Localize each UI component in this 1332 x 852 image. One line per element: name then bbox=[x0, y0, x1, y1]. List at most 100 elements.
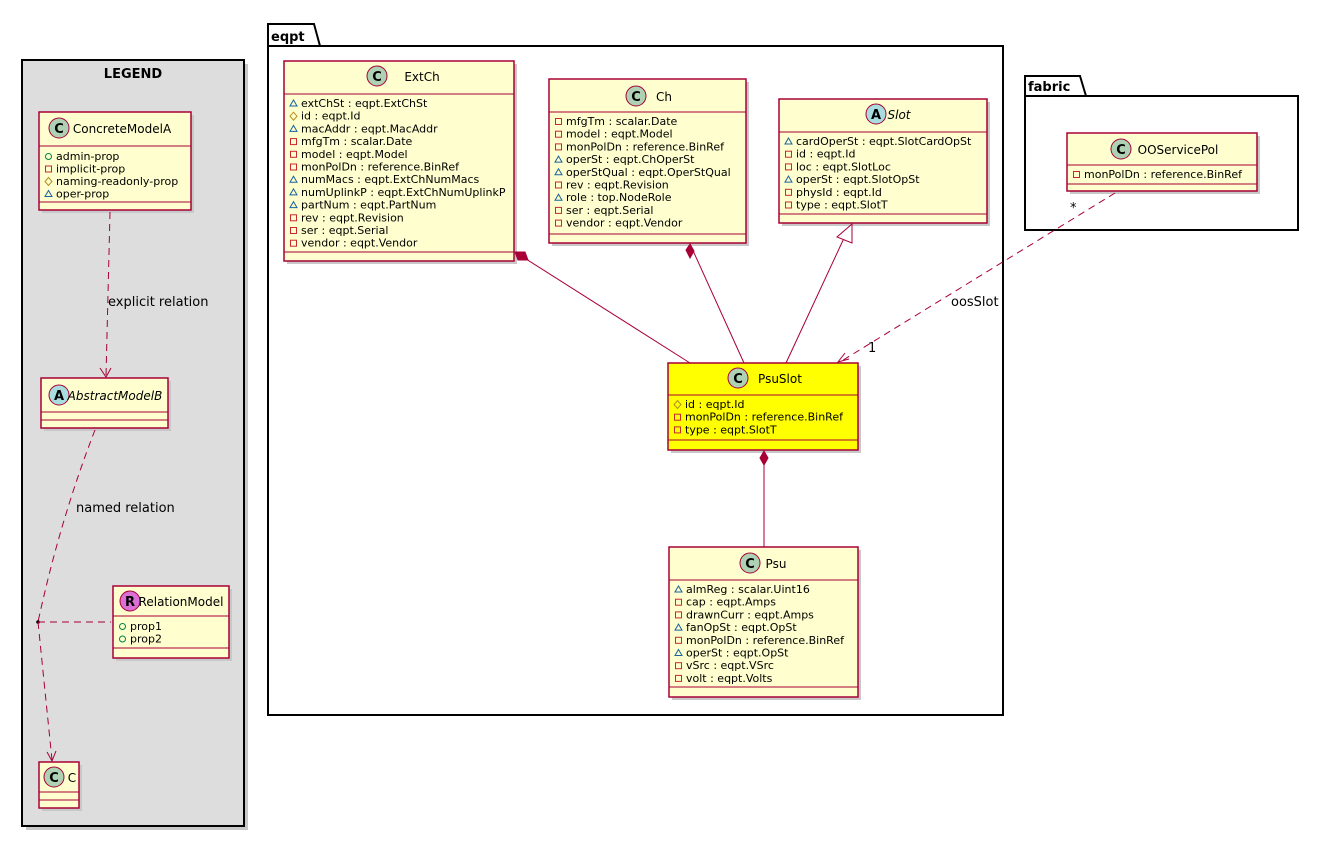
private-visibility-icon bbox=[674, 426, 681, 434]
named-relation-label: named relation bbox=[76, 501, 175, 516]
package-visibility-icon bbox=[289, 99, 298, 107]
package-visibility-icon bbox=[784, 175, 793, 183]
class-attribute: loc : eqpt.SlotLoc bbox=[796, 160, 891, 173]
protected-visibility-icon bbox=[44, 176, 53, 187]
class-stereotype-icon bbox=[1110, 138, 1132, 160]
private-visibility-icon bbox=[290, 214, 297, 222]
oosslot-multiplicity-source: * bbox=[1070, 201, 1077, 216]
class-ooservicepol[interactable]: C OOServicePol monPolDn : reference.BinR… bbox=[1066, 132, 1260, 194]
class-concrete-model-a[interactable]: C ConcreteModelA admin-propimplicit-prop… bbox=[38, 111, 194, 213]
legend-title: LEGEND bbox=[104, 67, 163, 82]
public-visibility-icon bbox=[119, 623, 126, 630]
private-visibility-icon bbox=[555, 206, 562, 214]
relation-stereotype-icon bbox=[119, 590, 141, 612]
class-stereotype-icon bbox=[366, 65, 388, 87]
class-attribute: almReg : scalar.Uint16 bbox=[686, 583, 810, 596]
package-visibility-icon bbox=[554, 167, 563, 176]
private-visibility-icon bbox=[674, 413, 681, 421]
edge-psuslot-slot-inheritance bbox=[785, 222, 853, 364]
class-attribute: vendor : eqpt.Vendor bbox=[566, 217, 683, 230]
class-attribute: partNum : eqpt.PartNum bbox=[301, 199, 436, 212]
class-attribute: monPolDn : reference.BinRef bbox=[301, 161, 460, 174]
stereotype-letter: C bbox=[745, 557, 755, 572]
class-attribute: model : eqpt.Model bbox=[566, 128, 673, 141]
class-attribute: cap : eqpt.Amps bbox=[686, 596, 776, 609]
stereotype-letter: C bbox=[372, 70, 382, 85]
package-eqpt: eqpt bbox=[267, 23, 1004, 716]
class-abstract-model-b[interactable]: A AbstractModelB bbox=[40, 377, 171, 431]
oosslot-label: oosSlot bbox=[951, 295, 999, 310]
class-stereotype-icon bbox=[43, 766, 65, 788]
class-attribute: ser : eqpt.Serial bbox=[301, 224, 388, 237]
package-visibility-icon bbox=[44, 189, 53, 197]
legend-explicit-relation-edge bbox=[99, 211, 112, 378]
class-c[interactable]: C C bbox=[38, 761, 82, 811]
stereotype-letter: A bbox=[54, 389, 64, 404]
class-attribute: operStQual : eqpt.OperStQual bbox=[566, 166, 731, 179]
class-attribute: naming-readonly-prop bbox=[56, 175, 178, 188]
class-attribute: mfgTm : scalar.Date bbox=[301, 135, 413, 148]
stereotype-letter: R bbox=[125, 595, 135, 610]
edge-psuslot-psu bbox=[759, 449, 769, 547]
class-attribute: oper-prop bbox=[56, 188, 109, 201]
class-attribute: vSrc : eqpt.VSrc bbox=[686, 659, 774, 672]
class-attribute: numMacs : eqpt.ExtChNumMacs bbox=[301, 173, 480, 186]
class-stereotype-icon bbox=[739, 552, 761, 574]
private-visibility-icon bbox=[675, 611, 682, 619]
class-attribute: type : eqpt.SlotT bbox=[685, 423, 777, 436]
class-attribute: volt : eqpt.Volts bbox=[686, 672, 773, 685]
private-visibility-icon bbox=[675, 674, 682, 682]
class-attribute: fanOpSt : eqpt.OpSt bbox=[686, 621, 797, 634]
package-visibility-icon bbox=[289, 200, 298, 209]
class-attribute: monPolDn : reference.BinRef bbox=[1084, 168, 1243, 181]
private-visibility-icon bbox=[785, 163, 792, 171]
class-attribute: mfgTm : scalar.Date bbox=[566, 115, 678, 128]
class-attribute: prop1 bbox=[130, 620, 162, 633]
class-attribute: operSt : eqpt.OpSt bbox=[686, 647, 789, 660]
private-visibility-icon bbox=[785, 201, 792, 209]
class-name: RelationModel bbox=[139, 595, 224, 609]
class-stereotype-icon bbox=[625, 85, 647, 107]
class-name: ConcreteModelA bbox=[73, 122, 172, 136]
private-visibility-icon bbox=[555, 130, 562, 138]
edge-extch-psuslot bbox=[514, 251, 691, 364]
private-visibility-icon bbox=[555, 181, 562, 189]
class-slot[interactable]: A Slot cardOperSt : eqpt.SlotCardOpStid … bbox=[778, 98, 990, 226]
package-fabric: fabric bbox=[1024, 75, 1299, 231]
class-name: Slot bbox=[888, 108, 912, 122]
edge-oosslot bbox=[836, 192, 1116, 363]
class-attribute: operSt : eqpt.ChOperSt bbox=[566, 153, 695, 166]
private-visibility-icon bbox=[785, 188, 792, 196]
class-attribute: drawnCurr : eqpt.Amps bbox=[686, 608, 814, 621]
class-attribute: rev : eqpt.Revision bbox=[566, 179, 669, 192]
abstract-stereotype-icon bbox=[865, 103, 887, 125]
legend-named-relation-edge bbox=[36, 429, 111, 763]
class-attribute: physId : eqpt.Id bbox=[796, 186, 882, 199]
class-attribute: extChSt : eqpt.ExtChSt bbox=[301, 97, 428, 110]
public-visibility-icon bbox=[119, 635, 126, 643]
private-visibility-icon bbox=[1073, 171, 1080, 178]
class-attribute: numUplinkP : eqpt.ExtChNumUplinkP bbox=[301, 186, 506, 199]
class-name: Ch bbox=[656, 90, 672, 104]
private-visibility-icon bbox=[45, 165, 52, 173]
stereotype-letter: A bbox=[871, 108, 881, 123]
oosslot-multiplicity-target: 1 bbox=[868, 341, 876, 356]
package-title: eqpt bbox=[271, 30, 305, 45]
package-visibility-icon bbox=[784, 137, 793, 145]
private-visibility-icon bbox=[290, 150, 297, 158]
package-visibility-icon bbox=[674, 585, 683, 593]
package-visibility-icon bbox=[289, 175, 298, 183]
class-attribute: model : eqpt.Model bbox=[301, 148, 408, 161]
private-visibility-icon bbox=[675, 598, 682, 606]
class-name: AbstractModelB bbox=[67, 389, 163, 403]
package-visibility-icon bbox=[674, 623, 683, 631]
private-visibility-icon bbox=[675, 636, 682, 644]
stereotype-letter: C bbox=[631, 90, 641, 105]
class-name: C bbox=[68, 771, 76, 785]
class-attribute: operSt : eqpt.SlotOpSt bbox=[796, 173, 920, 186]
